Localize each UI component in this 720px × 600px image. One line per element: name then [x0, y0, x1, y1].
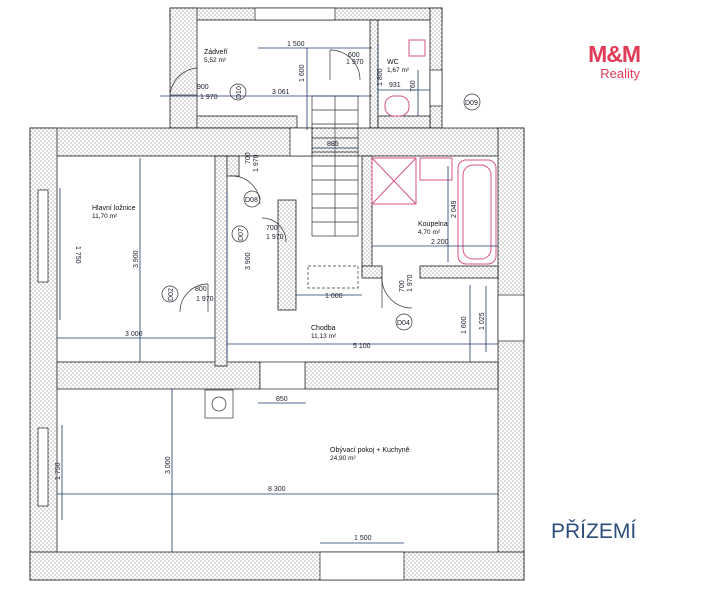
dimension-label: 900 [197, 84, 209, 91]
dimension-label: 1 970 [200, 94, 218, 101]
door-tag: D04 [397, 320, 410, 327]
dimension-label: 700 [266, 225, 278, 232]
window [254, 7, 336, 21]
shower [371, 157, 417, 205]
wall [429, 7, 443, 129]
dimension-label: 1 970 [266, 234, 284, 241]
dimension-label: 1 600 [299, 64, 306, 82]
wall [29, 551, 525, 581]
dimension-label: 8 300 [268, 486, 286, 493]
windows [37, 7, 525, 581]
dimension-label: 3 900 [133, 250, 140, 268]
dimension-label: 3 000 [125, 331, 143, 338]
dimension-label: 931 [389, 82, 401, 89]
wall [277, 199, 297, 311]
window [319, 551, 405, 581]
dimension-label: 2 049 [451, 200, 458, 218]
staircase [307, 95, 359, 289]
toilet [384, 95, 410, 117]
dimension-label: 1 000 [325, 293, 343, 300]
dimension-label: 1 800 [377, 68, 384, 86]
dimension-label: 1 500 [287, 41, 305, 48]
sanitary-fixtures [371, 39, 497, 265]
washbasin [419, 157, 453, 181]
wall [361, 265, 383, 279]
window [429, 69, 443, 107]
door-tag: D07 [238, 228, 245, 241]
room-area: 5,52 m² [204, 57, 227, 64]
room-area: 11,70 m² [92, 213, 118, 220]
dimension-label: 760 [410, 80, 417, 92]
room-area: 1,67 m² [387, 67, 410, 74]
wall [196, 115, 298, 129]
room-name: Obývací pokoj + Kuchyně [330, 447, 410, 454]
dimension-label: 1 025 [479, 312, 486, 330]
door-tags: D09 D10 D08 D07 D02 D04 [161, 83, 481, 331]
opening [259, 361, 306, 390]
window [37, 189, 49, 283]
door-tag: D10 [236, 86, 243, 99]
dimension-label: 1 750 [55, 462, 62, 480]
floor-title: PŘÍZEMÍ [551, 520, 637, 543]
window [37, 427, 49, 507]
dimension-label: 850 [276, 396, 288, 403]
dimension-lines [57, 44, 498, 552]
dimension-label: 3 900 [245, 252, 252, 270]
room-name: Zádveří [204, 49, 228, 56]
wc-washbasin [408, 39, 426, 57]
window [289, 127, 313, 157]
wall [29, 127, 525, 157]
room-name: WC [387, 59, 399, 66]
room-labels: Zádveří 5,52 m² WC 1,67 m² Hlavní ložnic… [92, 49, 448, 462]
room-name: Chodba [311, 325, 336, 332]
dimension-label: 700 [399, 280, 406, 292]
wall [56, 361, 261, 390]
room-area: 11,13 m² [311, 333, 337, 340]
dimension-label: 600 [348, 52, 360, 59]
dimension-label: 3 000 [165, 456, 172, 474]
dimension-label: 3 061 [272, 89, 290, 96]
wall [226, 155, 240, 177]
chimney [204, 389, 234, 419]
room-area: 4,70 m² [418, 229, 441, 236]
window [497, 294, 525, 342]
brand-logo: M&M Reality [555, 41, 641, 81]
dimension-label: 1 970 [407, 274, 414, 292]
wall [169, 7, 198, 129]
door-tag: D02 [168, 288, 175, 301]
room-area: 24,90 m² [330, 455, 356, 462]
dimension-label: 5 100 [353, 343, 371, 350]
dimension-label: 1 500 [354, 535, 372, 542]
wall [361, 155, 373, 277]
dimension-label: 1 970 [196, 296, 214, 303]
brand-subtitle: Reality [600, 66, 640, 81]
wall [214, 155, 228, 367]
dimension-label: 700 [245, 152, 252, 164]
brand-name: M&M [588, 41, 641, 67]
dimension-label: 2 200 [431, 239, 449, 246]
walls [29, 7, 525, 581]
wall [304, 361, 499, 390]
room-name: Hlavní ložnice [92, 205, 136, 212]
dimension-label: 1 970 [253, 154, 260, 172]
dimension-label: 885 [327, 141, 339, 148]
dimension-label: 800 [195, 286, 207, 293]
door-tag: D08 [245, 197, 258, 204]
door-tag: D09 [465, 100, 478, 107]
dimension-label: 1 970 [346, 59, 364, 66]
wall [497, 127, 525, 581]
dimension-texts: 1 500 600 1 970 900 1 970 3 061 1 600 93… [55, 41, 486, 542]
wall [377, 115, 431, 129]
dimension-label: 1 750 [74, 246, 81, 264]
bathtub [457, 159, 497, 265]
room-name: Koupelna [418, 221, 448, 228]
wall [419, 265, 499, 279]
dimension-label: 1 600 [461, 316, 468, 334]
